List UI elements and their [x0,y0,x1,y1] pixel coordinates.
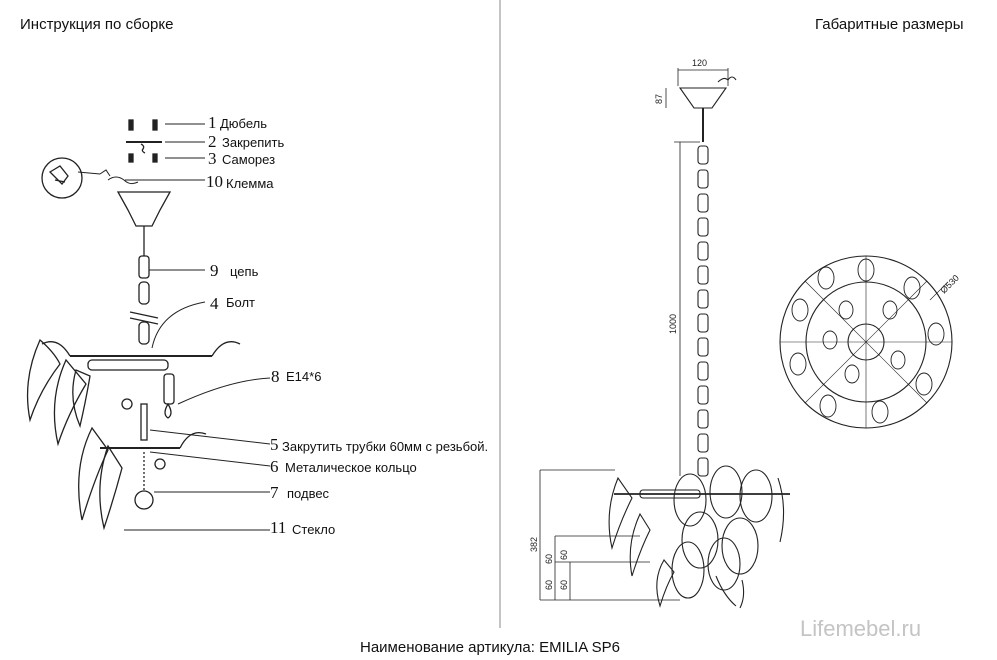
canopy-part [116,191,172,227]
dowel-part [128,119,134,131]
watermark: Lifemebel.ru [800,616,922,641]
chain-links [697,145,709,477]
dim-tier-4: 60 [559,580,569,590]
part-number: 4 [210,294,219,313]
top-view-petals [789,258,945,424]
dim-canopy-width: 120 [692,58,707,68]
part-number: 11 [270,518,287,537]
tube-part [140,403,148,441]
part-label: E14*6 [286,369,322,384]
part-label: Металическое кольцо [285,460,417,475]
canopy-outline [678,87,728,109]
article-name: Наименование артикула: EMILIA SP6 [360,639,620,656]
part-label: Клемма [226,176,274,191]
part-label: Дюбель [220,116,268,131]
part-number: 5 [270,435,279,454]
part-label: Закрепить [222,135,285,150]
part-number: 7 [270,483,279,502]
glass-leaf [26,338,61,423]
chain-part [138,255,150,279]
e14-socket [163,373,175,405]
glass-petal [673,473,707,527]
part-number: 1 [208,113,217,132]
socket-bar [87,359,169,371]
dim-chain-length: 1000 [668,314,678,334]
part-label: Закрутить трубки 60мм с резьбой. [282,439,489,454]
part-number: 9 [210,261,219,280]
part-label: Стекло [292,522,336,537]
part-label: подвес [287,486,330,501]
dimension-drawing [539,68,953,609]
dim-tier-2: 60 [559,550,569,560]
dim-diameter: Ø530 [938,273,961,296]
left-header: Инструкция по сборке [20,16,174,33]
terminal-detail [41,157,83,199]
pendant-part [134,490,154,510]
dim-tier-1: 60 [544,554,554,564]
part-number: 10 [206,172,223,191]
dim-body-height: 382 [529,537,539,552]
part-label: цепь [230,264,259,279]
part-number: 2 [208,132,217,151]
part-number: 3 [208,149,217,168]
dim-canopy-height: 87 [654,94,664,104]
assembly-drawing [26,119,271,531]
right-header: Габаритные размеры [815,16,964,33]
part-number: 8 [271,367,280,386]
screw-part [128,153,134,163]
part-label: Болт [226,295,256,310]
part-number: 6 [270,457,279,476]
dim-tier-3: 60 [544,580,554,590]
part-label: Саморез [222,152,276,167]
